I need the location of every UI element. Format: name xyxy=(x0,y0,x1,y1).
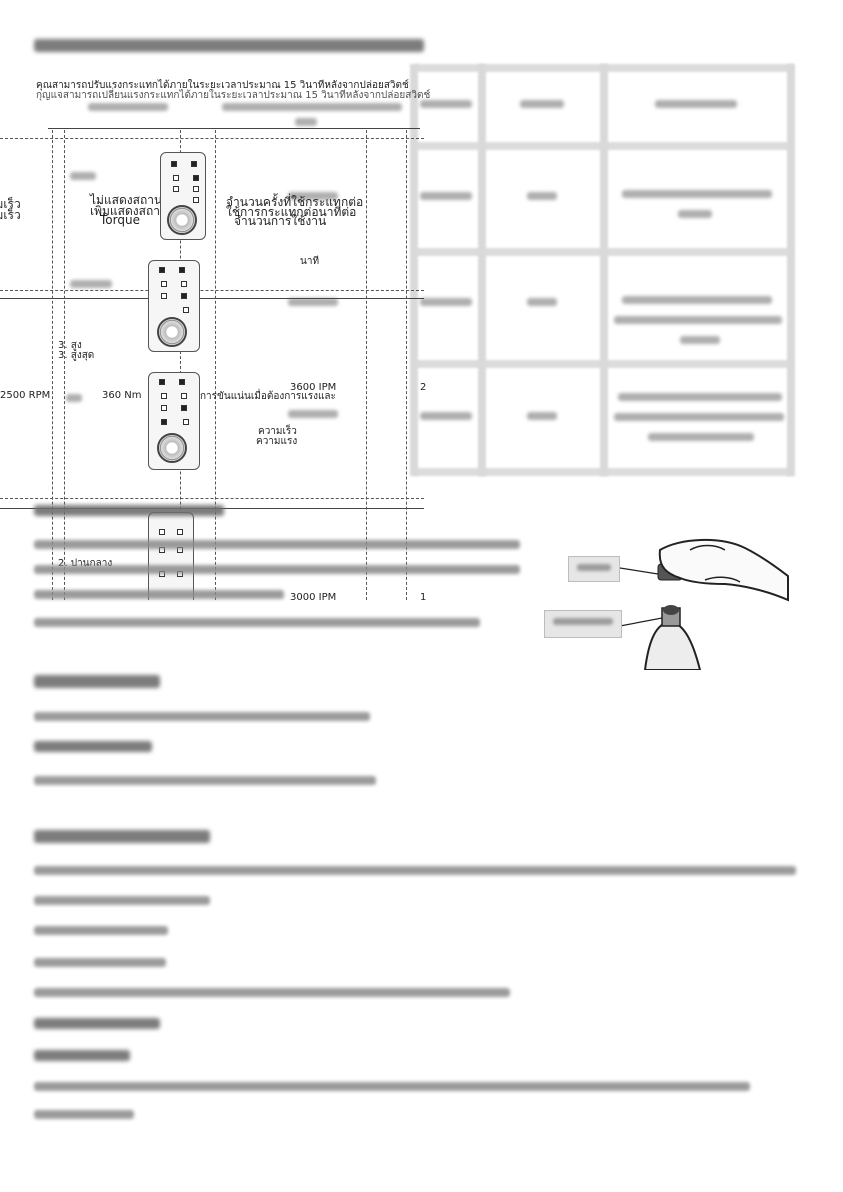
overlay-rule xyxy=(406,130,407,600)
photo-callout-1 xyxy=(568,556,620,582)
table-cell xyxy=(66,394,82,402)
table-header-1 xyxy=(420,100,472,108)
mode-dial-icon xyxy=(167,205,197,235)
impact-driver-photo xyxy=(619,539,789,670)
table-cell xyxy=(648,433,754,441)
minute-label: นาที xyxy=(300,256,320,267)
overlay-rule xyxy=(0,290,424,291)
table-cell xyxy=(420,298,472,306)
table-cell xyxy=(70,172,96,180)
table-cell xyxy=(527,192,557,200)
mode-3: 3. สูงสุด xyxy=(58,350,95,361)
table-cell xyxy=(527,298,557,306)
photo-callout-2 xyxy=(544,610,622,638)
table-cell xyxy=(222,103,402,111)
table-cell xyxy=(70,280,112,288)
left-edge-1: ความเร็ว xyxy=(0,197,21,211)
overlay-rule xyxy=(0,138,424,139)
table-cell xyxy=(420,192,472,200)
usage-label-3: จำนวนการใช้งาน xyxy=(234,214,327,228)
speed-word-2: ความแรง xyxy=(256,436,298,447)
overlay-rule xyxy=(64,130,65,600)
mode-3b: 3. สูง xyxy=(58,340,82,351)
table-cell xyxy=(420,412,472,420)
table-cell xyxy=(614,316,782,324)
table-cell xyxy=(288,410,338,418)
header-line-1: คุณสามารถปรับแรงกระแทกได้ภายในระยะเวลาปร… xyxy=(36,80,409,91)
section-title-blurred xyxy=(34,39,424,52)
table-cell xyxy=(288,192,338,200)
table-cell xyxy=(622,190,772,198)
speed-word-1: ความเร็ว xyxy=(258,426,297,437)
table-cell xyxy=(614,413,784,421)
table-header-sub xyxy=(295,118,317,126)
mode-dial-icon xyxy=(157,433,187,463)
overlay-rule xyxy=(52,130,53,600)
overlay-rule xyxy=(366,130,367,600)
overlay-rule xyxy=(48,128,420,129)
mode-dial-icon xyxy=(157,317,187,347)
overlay-rule xyxy=(0,498,424,499)
control-panel-illustration-4 xyxy=(148,512,194,600)
table-cell xyxy=(680,336,720,344)
left-edge-2: ความเร็ว xyxy=(0,208,21,222)
row-num-1: 1 xyxy=(420,592,427,603)
table-cell xyxy=(527,412,557,420)
ipm-3600: 3600 IPM xyxy=(290,382,337,393)
table-cell xyxy=(618,393,782,401)
control-panel-illustration-3 xyxy=(148,372,200,470)
ipm-3000: 3000 IPM xyxy=(290,592,337,603)
usage-label-2: ใช้การกระแทกต่อนาทีต่อ xyxy=(226,205,357,219)
usage-label-1: จำนวนครั้งที่ใช้กระแทกต่อ xyxy=(226,195,364,209)
mode-2: 2. ปานกลาง xyxy=(58,558,113,569)
torque-label-2: เพิ่มแสดงสถานะ xyxy=(90,204,175,218)
table-header-2 xyxy=(520,100,564,108)
row-num-2: 2 xyxy=(420,382,427,393)
overlay-rule xyxy=(0,298,424,299)
table-header-3 xyxy=(655,100,737,108)
table-cell xyxy=(622,296,772,304)
header-line-2: กุญแจสามารถเปลี่ยนแรงกระแทกได้ภายในระยะเ… xyxy=(36,90,431,101)
torque-label-1: ไม่แสดงสถานะ xyxy=(90,193,169,207)
table-cell xyxy=(88,103,168,111)
control-panel-illustration-1 xyxy=(160,152,206,240)
rpm-2500: 2500 RPM xyxy=(0,390,51,401)
control-panel-illustration-2 xyxy=(148,260,200,352)
overlay-rule xyxy=(180,130,181,600)
nm-360: 360 Nm xyxy=(102,390,142,401)
force-desc: การขันแน่นเมื่อต้องการแรงและ xyxy=(200,391,336,402)
table-cell xyxy=(288,298,338,306)
torque-word: Torque xyxy=(100,213,140,227)
overlay-rule xyxy=(215,130,216,600)
table-cell xyxy=(678,210,712,218)
